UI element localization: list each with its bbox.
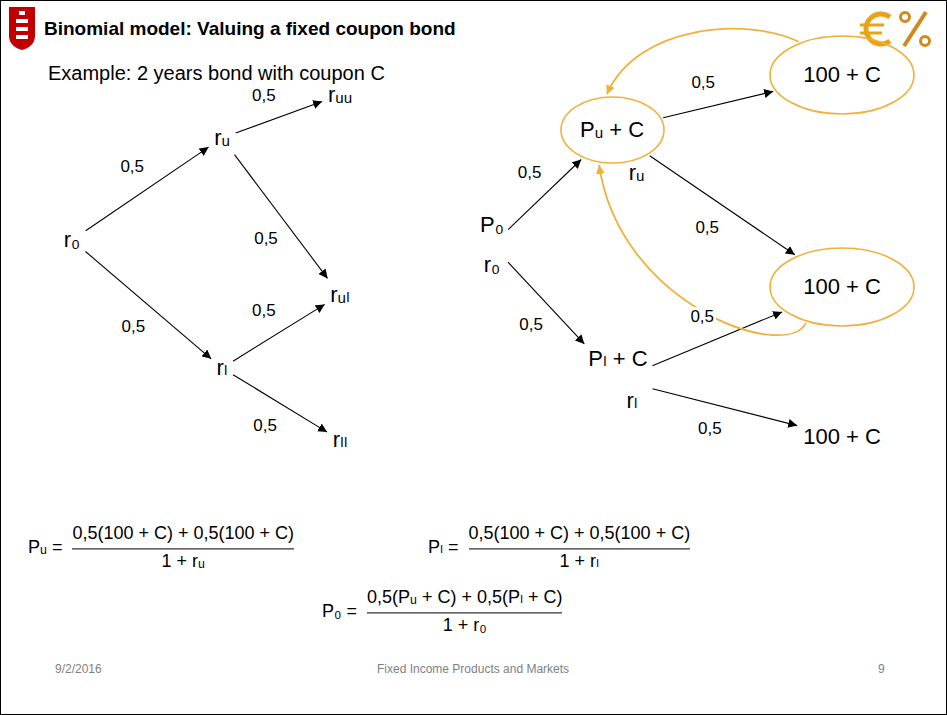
formula-p0: P₀ = 0,5(Pᵤ + C) + 0,5(Pₗ + C) 1 + r₀ xyxy=(322,587,562,636)
subtitle: Example: 2 years bond with coupon C xyxy=(48,61,385,85)
fraction: 0,5(100 + C) + 0,5(100 + C) 1 + rₗ xyxy=(469,523,691,572)
logo-stripe xyxy=(19,11,25,15)
node-text: r₀ xyxy=(64,227,80,253)
probability-label: 0,5 xyxy=(688,307,716,327)
ellipse-outline xyxy=(770,36,914,114)
footer-course: Fixed Income Products and Markets xyxy=(377,662,569,676)
tree-branch-arrow xyxy=(653,389,798,426)
probability-label: 0,5 xyxy=(696,419,724,439)
probability-label: 0,5 xyxy=(689,73,717,93)
fraction: 0,5(100 + C) + 0,5(100 + C) 1 + rᵤ xyxy=(72,523,294,572)
slide-number: 9 xyxy=(878,662,885,676)
fraction-numerator: 0,5(100 + C) + 0,5(100 + C) xyxy=(469,523,691,545)
ellipse-node: 100 + C xyxy=(769,35,915,115)
probability-label: 0,5 xyxy=(252,229,280,249)
tree-node: 100 + C xyxy=(800,423,884,451)
ellipse-node: 100 + C xyxy=(769,247,915,327)
school-logo xyxy=(9,7,35,50)
slide-title: Binomial model: Valuing a fixed coupon b… xyxy=(44,18,456,40)
probability-label: 0,5 xyxy=(120,317,148,337)
currency-logo xyxy=(860,12,930,46)
feedback-arrow xyxy=(607,29,799,94)
logo-stripe xyxy=(16,27,28,31)
tree-branch-arrow xyxy=(86,252,212,359)
tree-node: rₗ xyxy=(214,354,231,382)
node-text: P₀ xyxy=(480,212,504,238)
ellipse-node: Pᵤ + Crᵤ xyxy=(560,96,665,164)
tree-node: rᵤ xyxy=(211,124,233,152)
tree-branch-arrow xyxy=(86,147,209,231)
formula-lhs: P₀ = xyxy=(322,601,357,623)
node-rate-text: rₗ xyxy=(599,388,638,414)
fraction-bar xyxy=(367,612,562,613)
node-text: rᵤ xyxy=(214,125,230,151)
percent-dot xyxy=(921,37,930,46)
formula-pu: Pᵤ = 0,5(100 + C) + 0,5(100 + C) 1 + rᵤ xyxy=(28,523,294,572)
fraction: 0,5(Pᵤ + C) + 0,5(Pₗ + C) 1 + r₀ xyxy=(367,587,562,636)
fraction-denominator: 1 + r₀ xyxy=(443,615,487,637)
probability-label: 0,5 xyxy=(516,163,544,183)
percent-slash xyxy=(904,12,926,46)
probability-label: 0,5 xyxy=(251,416,279,436)
tree-node: r₀ xyxy=(61,226,83,254)
tree-branch-arrow xyxy=(508,160,581,230)
fraction-denominator: 1 + rᵤ xyxy=(162,551,205,573)
tree-node: rᵤₗ xyxy=(327,281,352,309)
feedback-arrow xyxy=(599,165,806,335)
tree-branch-arrow xyxy=(663,91,773,117)
node-text: rᵤᵤ xyxy=(328,82,352,108)
percent-dot xyxy=(901,13,910,22)
formula-lhs: Pₗ = xyxy=(428,537,459,559)
probability-label: 0,5 xyxy=(693,218,721,238)
logo-stripe xyxy=(16,19,28,23)
euro-bar xyxy=(860,32,882,35)
node-text: Pₗ + C xyxy=(588,346,647,372)
euro-bar xyxy=(860,24,884,27)
fraction-numerator: 0,5(100 + C) + 0,5(100 + C) xyxy=(72,523,294,545)
probability-label: 0,5 xyxy=(517,315,545,335)
probability-label: 0,5 xyxy=(118,157,146,177)
node-rate-text: r₀ xyxy=(484,252,500,278)
formula-pl: Pₗ = 0,5(100 + C) + 0,5(100 + C) 1 + rₗ xyxy=(428,523,690,572)
fraction-bar xyxy=(72,548,294,549)
fraction-bar xyxy=(469,548,691,549)
probability-label: 0,5 xyxy=(250,86,278,106)
node-text: rᵤₗ xyxy=(330,282,349,308)
formula-lhs: Pᵤ = xyxy=(28,537,62,559)
logo-shield xyxy=(9,7,35,50)
node-text: 100 + C xyxy=(803,62,881,88)
ellipse-outline xyxy=(770,248,914,326)
node-text: rₗ xyxy=(217,355,228,381)
tree-branch-arrow xyxy=(508,262,584,344)
tree-branch-arrow xyxy=(650,156,795,255)
fraction-numerator: 0,5(Pᵤ + C) + 0,5(Pₗ + C) xyxy=(367,587,562,609)
tree-node: rᵤᵤ xyxy=(325,81,355,109)
tree-branch-arrow xyxy=(236,102,322,134)
node-text: 100 + C xyxy=(803,424,881,450)
tree-branch-arrow xyxy=(233,304,325,361)
node-text: rₗₗ xyxy=(333,427,348,453)
tree-branch-arrow xyxy=(235,155,328,279)
node-text: 100 + C xyxy=(803,274,881,300)
logo-stripe xyxy=(16,35,28,39)
probability-label: 0,5 xyxy=(250,301,278,321)
node-rate-text: rᵤ xyxy=(629,160,645,186)
ellipse-outline xyxy=(561,97,664,163)
node-text: Pᵤ + C xyxy=(580,117,644,143)
fraction-denominator: 1 + rₗ xyxy=(560,551,600,573)
tree-node: P₀ r₀ xyxy=(478,212,506,279)
tree-branch-arrow xyxy=(233,375,327,432)
tree-node: rₗₗ xyxy=(330,426,351,454)
tree-node: Pₗ + C rₗ xyxy=(586,346,649,415)
footer-date: 9/2/2016 xyxy=(55,662,102,676)
